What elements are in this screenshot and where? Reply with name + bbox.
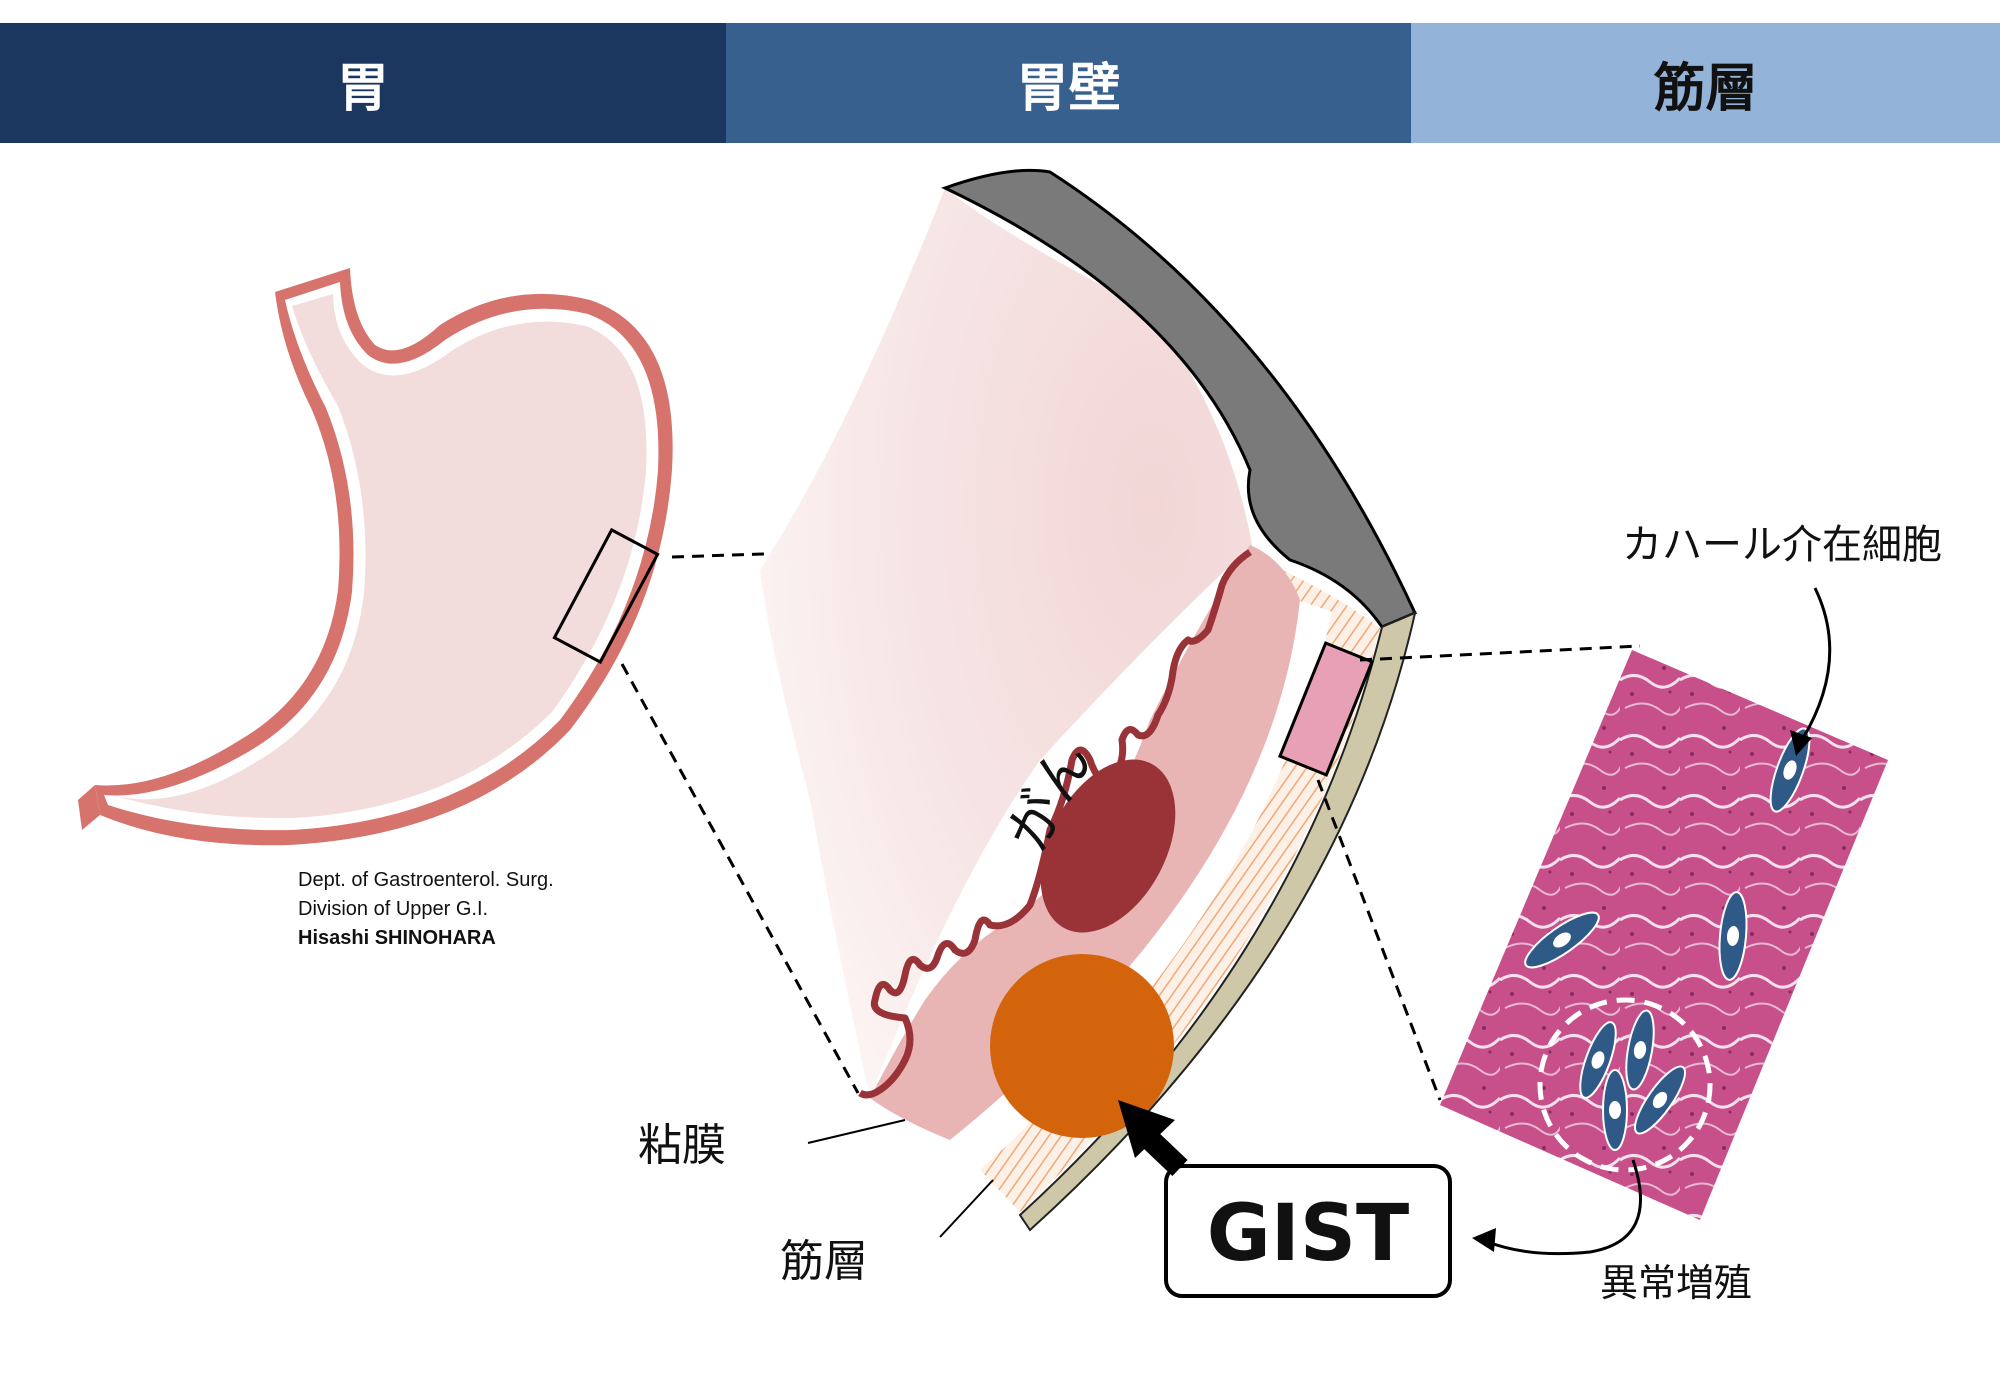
mucosa-wavy-surface [858, 549, 1252, 1099]
mucosa-leader-line [807, 1119, 906, 1144]
gist-tumor [990, 954, 1174, 1138]
credit-division: Division of Upper G.I. [298, 898, 489, 920]
stomach-lumen [112, 294, 647, 819]
header-stomach-wall: 胃壁 [726, 23, 1411, 143]
proliferation-arrow-head [1472, 1228, 1496, 1252]
proliferation-dashed-circle [1537, 997, 1713, 1173]
mucosa-layer [870, 545, 1300, 1140]
icc-arrow-head [1790, 730, 1812, 756]
gist-label-box [1164, 1164, 1452, 1298]
stomach-wall-illustration [760, 168, 1418, 1232]
proliferation-arrow [1487, 1159, 1642, 1256]
header-stomach: 胃 [0, 23, 726, 143]
lumen-area [760, 188, 1252, 1098]
histology-image [1440, 650, 1888, 1220]
icc-arrow [1800, 587, 1832, 741]
stomach-illustration [78, 268, 673, 846]
muscle-layer-leader-line [939, 1179, 994, 1238]
proliferating-cells [1579, 1009, 1686, 1151]
gist-label: GIST [1207, 1189, 1409, 1279]
subserosa-band [1018, 611, 1417, 1232]
muscle-layer-label: 筋層 [780, 1236, 868, 1287]
credit-author: Hisashi SHINOHARA [298, 927, 496, 949]
header-muscle-layer: 筋層 [1411, 23, 2000, 143]
cancer-tumor [1040, 759, 1176, 933]
abnormal-proliferation-label: 異常増殖 [1600, 1261, 1752, 1305]
muscle-layer-selection-box [1278, 641, 1374, 777]
icc-label: カハール介在細胞 [1622, 522, 1942, 568]
gist-callout: GIST [1118, 1100, 1452, 1298]
serosa-outer-layer [941, 168, 1418, 629]
credit-dept: Dept. of Gastroenterol. Surg. [298, 869, 554, 891]
credit-block: Dept. of Gastroenterol. Surg. Division o… [298, 866, 554, 953]
mucosa-label: 粘膜 [638, 1120, 726, 1171]
histology-panel [1440, 650, 1888, 1220]
stomach-wall-selection-box [552, 527, 660, 665]
gist-arrow-head [1118, 1100, 1175, 1158]
zoom-lines-histology [1316, 644, 1641, 1101]
